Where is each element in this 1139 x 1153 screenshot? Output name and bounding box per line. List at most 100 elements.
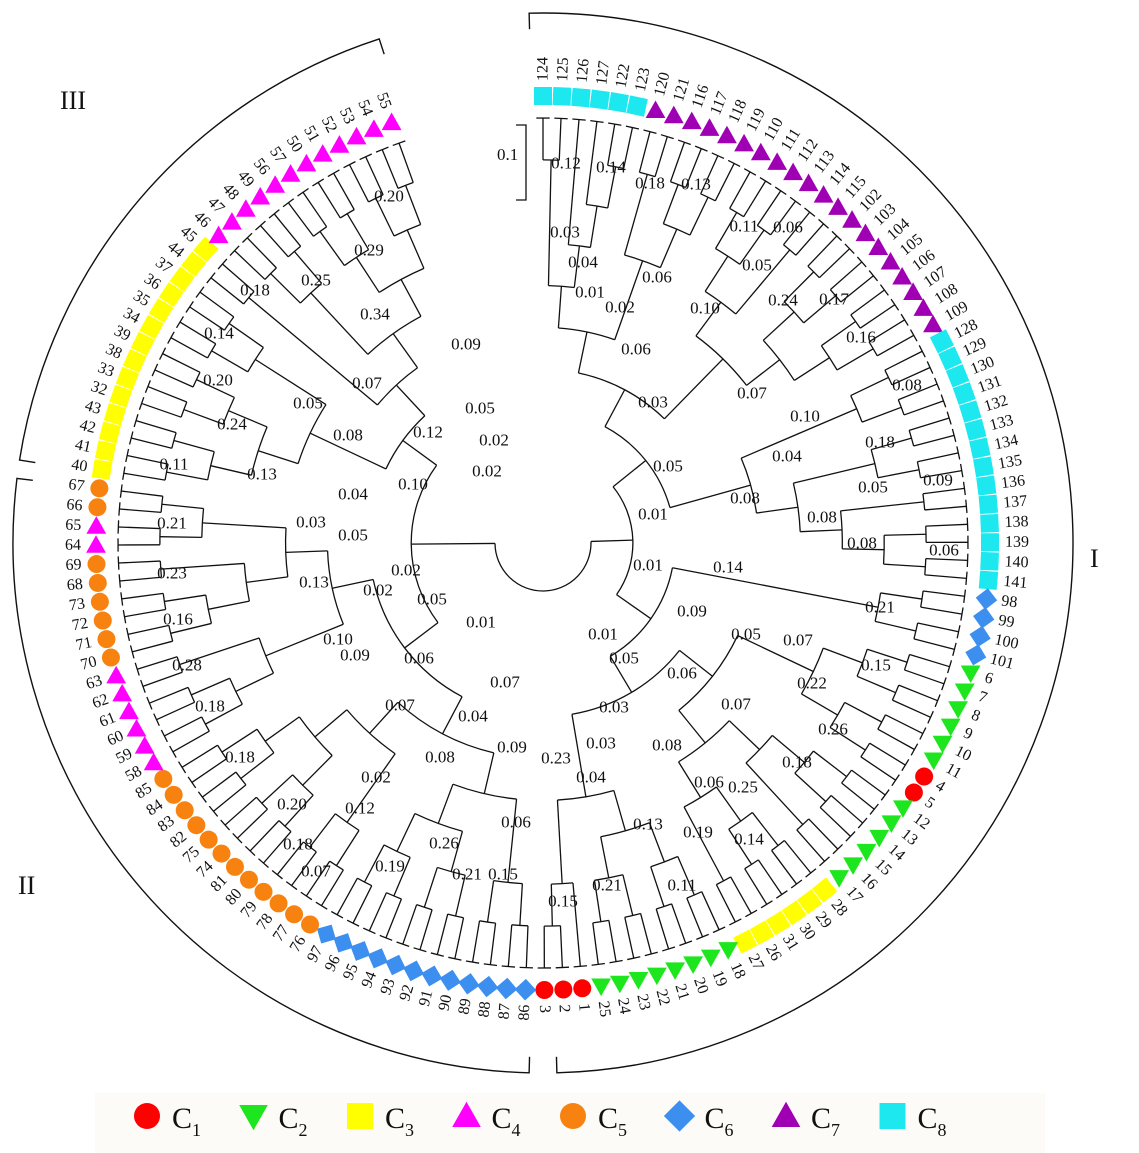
leaf-tick (483, 963, 498, 967)
leaf-marker-triangle-down (609, 975, 630, 994)
leaf-marker-diamond (403, 960, 424, 982)
leaf-tick (448, 956, 462, 961)
leaf-marker-diamond (973, 607, 995, 629)
branch-line (228, 322, 264, 348)
branch-line (616, 594, 652, 620)
branch-line (346, 753, 396, 823)
leaf-marker-triangle-up (250, 186, 271, 205)
branch-length-label: 0.22 (797, 674, 827, 693)
leaf-label: 62 (90, 691, 111, 712)
branch-length-label: 0.02 (363, 581, 393, 600)
branch-length-label: 0.10 (790, 407, 820, 426)
branch-arc (346, 709, 396, 755)
branch-line (743, 180, 767, 217)
branch-line (874, 620, 917, 632)
branch-arc (820, 345, 838, 371)
branch-line (161, 503, 204, 510)
leaf-tick (965, 499, 968, 514)
branch-line (211, 350, 249, 373)
leaf-label: 88 (475, 1000, 494, 1018)
leaf-marker-diamond (350, 941, 371, 961)
leaf-label: 98 (1000, 592, 1018, 611)
branch-length-label: 0.08 (730, 489, 760, 508)
leaf-label: 94 (358, 969, 380, 990)
leaf-marker-square (978, 570, 999, 590)
leaf-tick (644, 951, 658, 957)
leaf-tick (956, 446, 961, 460)
branch-length-label: 0.02 (479, 431, 509, 450)
leaf-tick (122, 466, 126, 480)
branch-line (235, 672, 274, 693)
leaf-marker-diamond (458, 973, 480, 995)
leaf-tick (118, 502, 121, 516)
leaf-tick (185, 301, 194, 313)
branch-line (677, 761, 702, 798)
branch-line (437, 783, 454, 824)
branch-length-label: 0.13 (247, 465, 277, 484)
branch-arc (578, 372, 665, 420)
branch-length-label: 0.13 (299, 573, 329, 592)
leaf-tick (831, 230, 843, 242)
branch-line (590, 539, 633, 543)
branch-arc (557, 789, 615, 801)
branch-arc (850, 314, 861, 329)
branch-line (567, 119, 580, 245)
branch-length-label: 0.15 (861, 656, 891, 675)
branch-arc (357, 877, 373, 887)
branch-line (880, 592, 923, 600)
leaf-marker-circle (239, 870, 258, 889)
branch-length-label: 0.05 (609, 649, 639, 668)
leaf-tick (572, 118, 586, 121)
leaf-tick (117, 520, 120, 534)
leaf-marker-diamond (439, 969, 461, 991)
legend-subscript: 8 (938, 1120, 947, 1140)
branch-arc (168, 625, 174, 642)
branch-length-label: 0.06 (501, 813, 531, 832)
branch-line (885, 714, 924, 735)
leaf-label: 92 (396, 983, 417, 1003)
branch-length-label: 0.05 (653, 457, 683, 476)
branch-arc (792, 482, 801, 532)
leaf-marker-triangle-up (452, 1101, 481, 1128)
branch-arc (258, 637, 275, 674)
branch-line (729, 171, 751, 209)
branch-line (405, 185, 422, 225)
leaf-marker-triangle-up (828, 197, 848, 215)
legend-label: C (492, 1102, 512, 1135)
leaf-label: 70 (79, 653, 99, 674)
branch-line (164, 594, 206, 603)
branch-length-label: 0.18 (865, 433, 895, 452)
branch-length-label: 0.29 (354, 241, 384, 260)
branch-line (746, 359, 781, 386)
branch-line (121, 490, 163, 497)
leaf-tick (966, 553, 969, 568)
branch-line (740, 408, 857, 459)
branch-line (355, 257, 380, 293)
branch-length-label: 0.23 (157, 564, 187, 583)
branch-line (728, 828, 753, 865)
branch-length-label: 0.15 (548, 892, 578, 911)
leaf-marker-triangle-up (913, 298, 934, 316)
branch-line (486, 880, 495, 923)
leaf-tick (679, 940, 693, 947)
branch-line (757, 859, 783, 895)
leaf-marker-square (749, 920, 775, 945)
branch-line (909, 653, 950, 668)
branch-line (259, 225, 289, 258)
leaf-marker-diamond (476, 975, 499, 998)
legend-subscript: 3 (405, 1120, 414, 1140)
branch-length-label: 0.04 (338, 485, 368, 504)
branch-arc (728, 811, 753, 830)
branch-arc (924, 558, 927, 575)
branch-length-label: 0.09 (923, 471, 953, 490)
leaf-marker-triangle-up (312, 144, 333, 162)
branch-line (181, 744, 218, 768)
leaf-tick (430, 952, 444, 957)
leaf-marker-triangle-up (296, 153, 317, 172)
leaf-label: 86 (516, 1004, 534, 1021)
leaf-marker-triangle-down (893, 800, 913, 818)
leaf-marker-triangle-down (591, 978, 612, 997)
leaf-marker-triangle-up (798, 173, 819, 192)
leaf-label: 22 (652, 988, 673, 1008)
